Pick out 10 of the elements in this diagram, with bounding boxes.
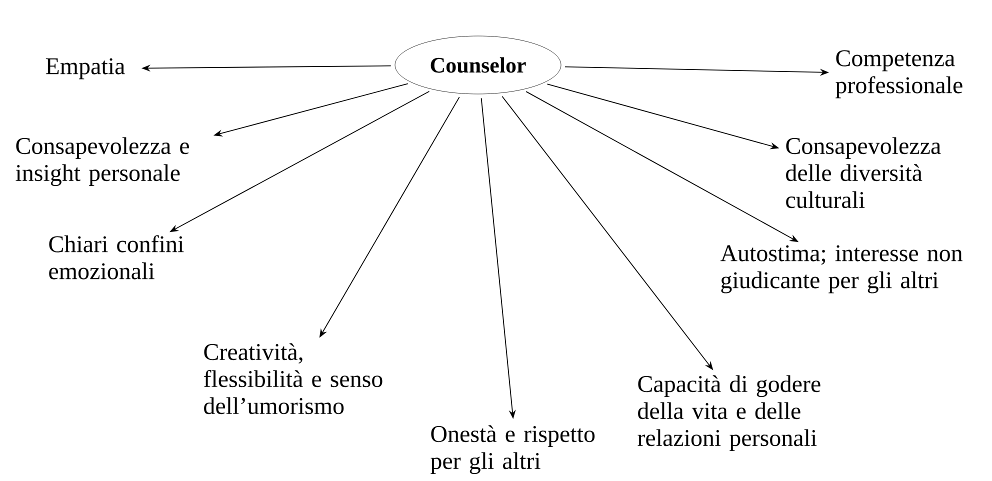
- text-label: Creatività, flessibilità e senso dell’umorismo: [204, 343, 382, 414]
- text-label: Capacità di godere della vita e delle relazioni personali: [638, 375, 820, 451]
- text-label: Chiari confini emozionali: [49, 235, 184, 280]
- text-label: Empatia: [46, 58, 125, 80]
- text-label: Competenza professionale: [836, 50, 962, 98]
- ellipse-node: Counselor: [394, 36, 562, 94]
- text-label: Autostima; interesse non giudicante per gli altri: [720, 245, 962, 294]
- text-label: Consapevolezza delle diversità culturali: [786, 137, 941, 208]
- text-label: Consapevolezza e insight personale: [16, 137, 189, 186]
- text-label: Onestà e rispetto per gli altri: [430, 425, 595, 474]
